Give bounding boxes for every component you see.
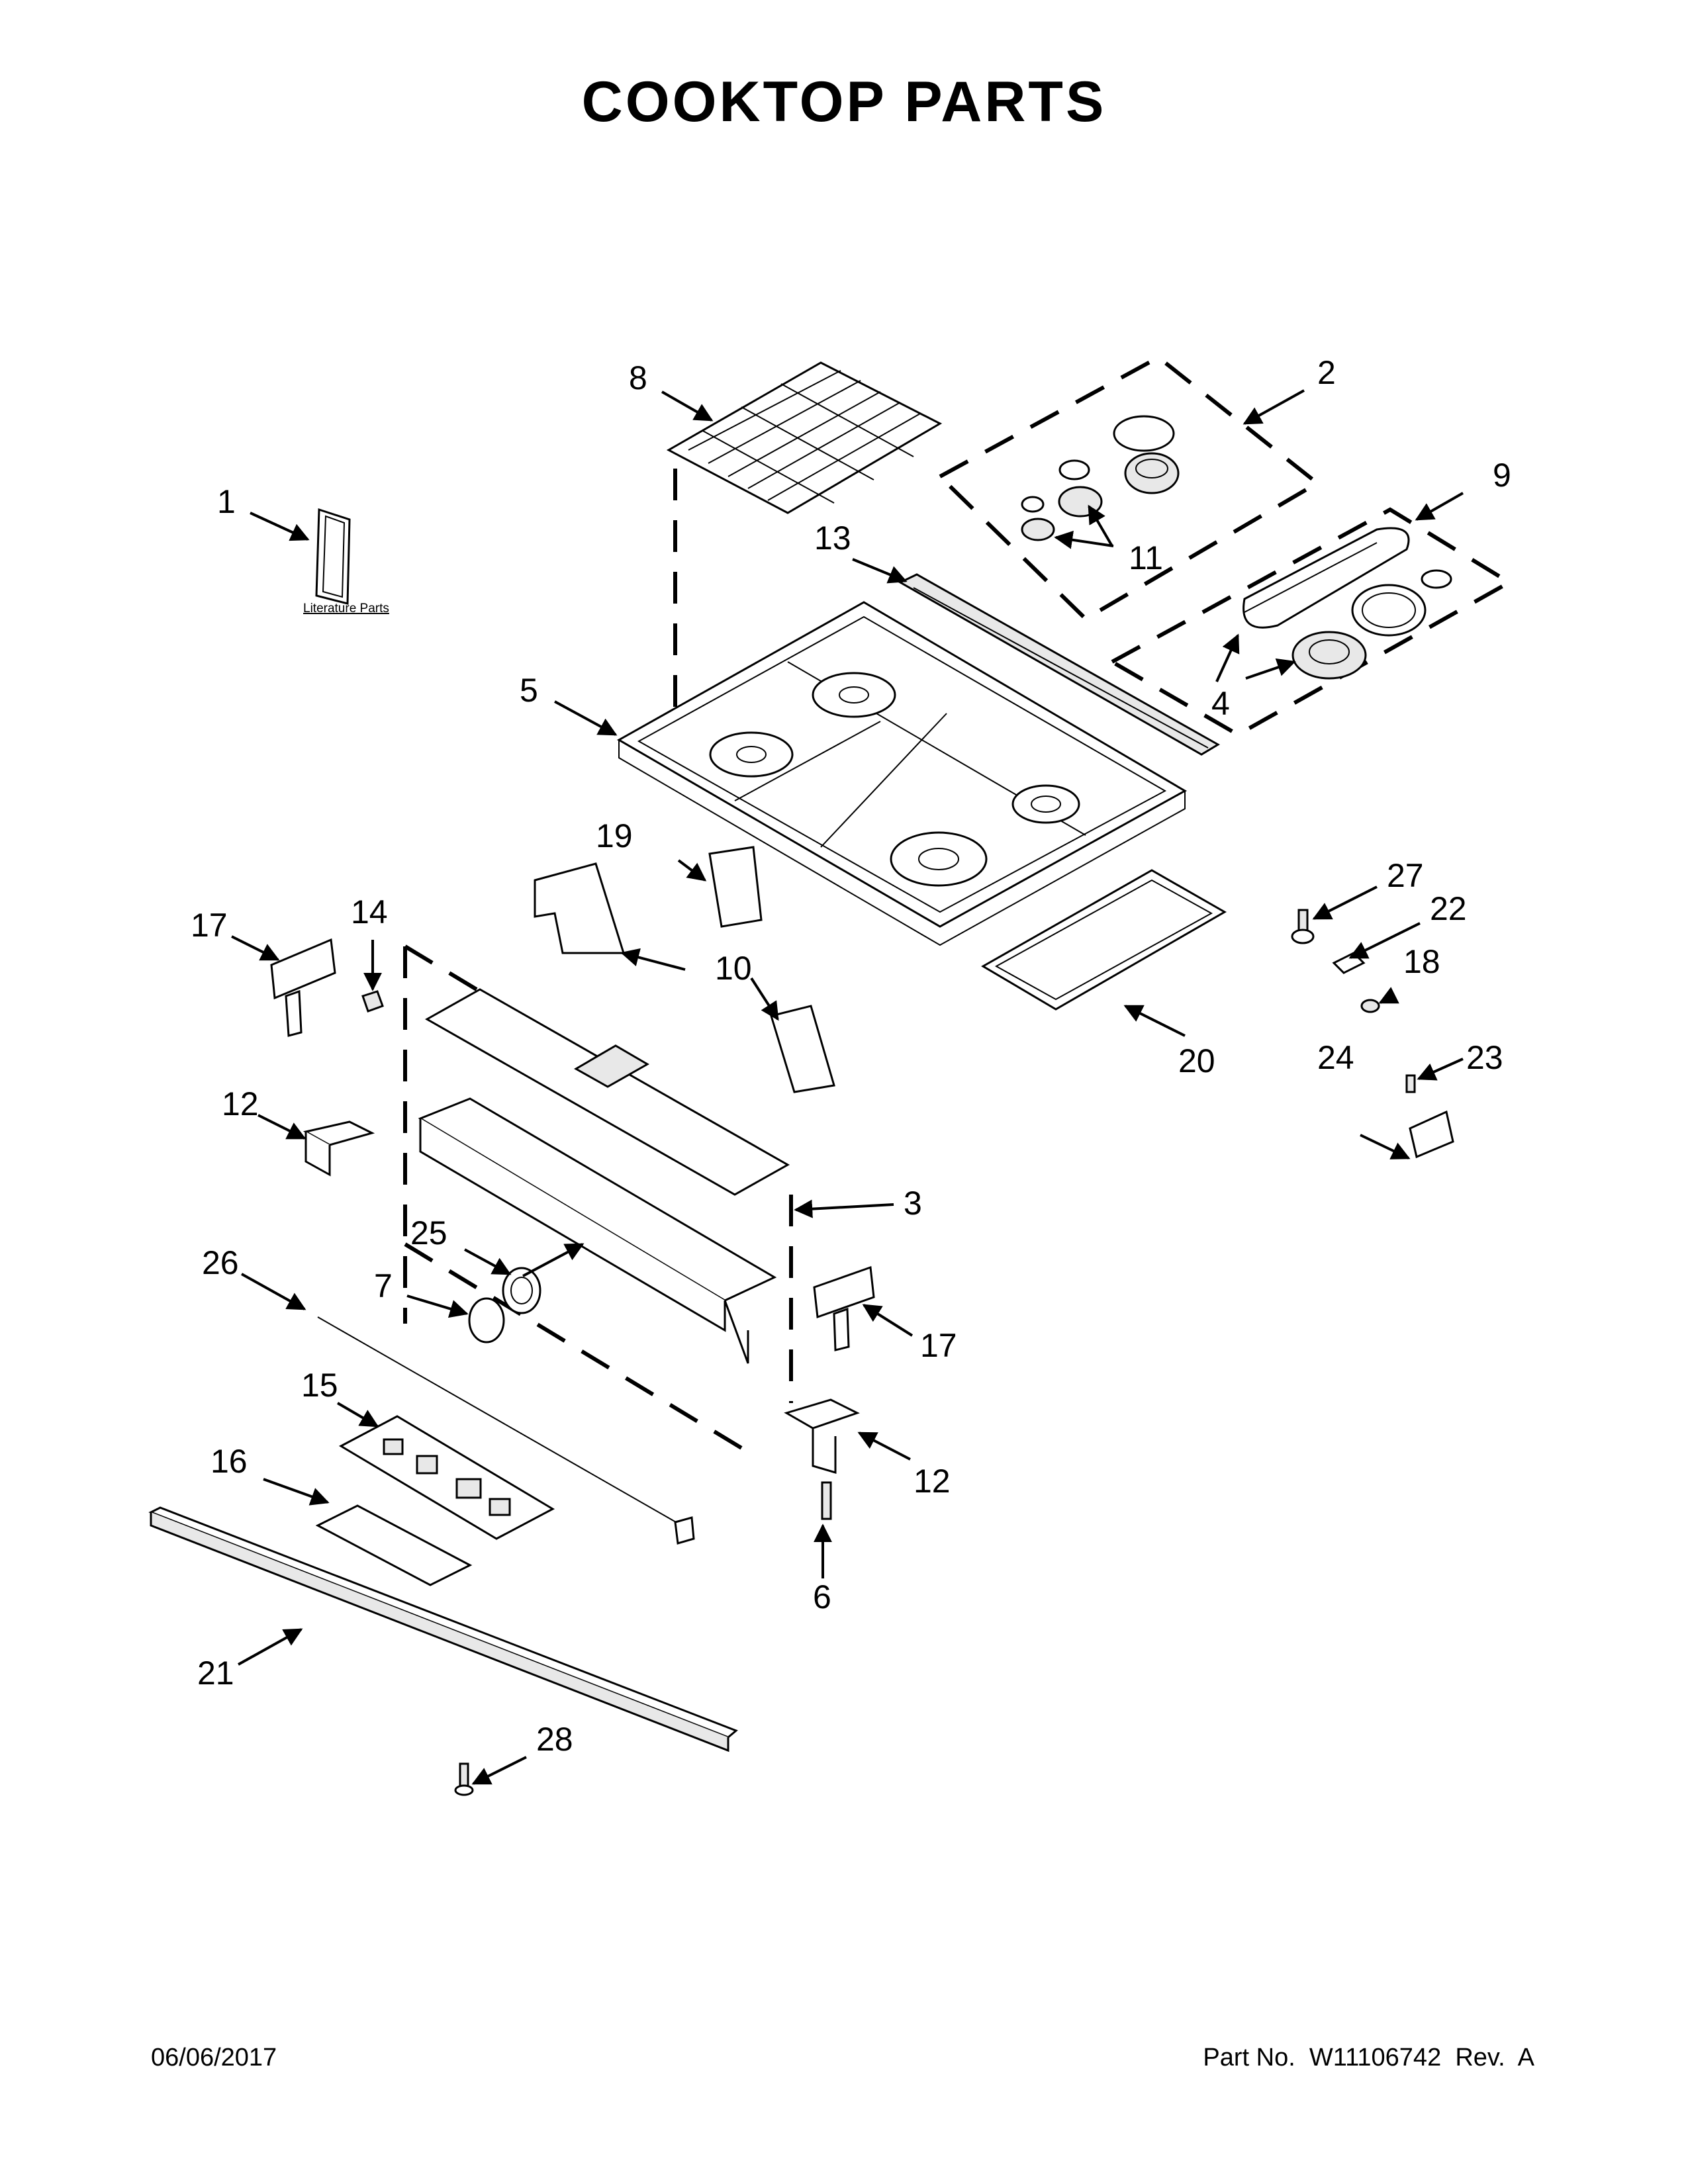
callout-arrows (231, 389, 1464, 1785)
callout-12-left: 12 (222, 1085, 259, 1122)
callout-24: 24 (1317, 1039, 1354, 1076)
callout-7: 7 (374, 1267, 393, 1304)
part-mounting-bracket-right (784, 1398, 860, 1520)
callout-19: 19 (596, 817, 633, 854)
part-wire-harness (317, 1316, 695, 1545)
callout-28: 28 (536, 1721, 573, 1758)
callout-16: 16 (211, 1443, 248, 1480)
callout-2: 2 (1317, 354, 1336, 391)
part-griddle-plate (981, 869, 1227, 1011)
callout-9: 9 (1493, 457, 1511, 494)
literature-parts-label: Literature Parts (303, 602, 389, 615)
callout-21: 21 (197, 1655, 234, 1692)
callout-3: 3 (904, 1185, 922, 1222)
part-trim-rail (148, 1506, 738, 1752)
callout-6: 6 (813, 1578, 831, 1615)
part-grate (666, 361, 943, 514)
callout-10: 10 (715, 950, 752, 987)
callout-15: 15 (301, 1367, 338, 1404)
callout-26: 26 (202, 1244, 239, 1281)
callout-5: 5 (520, 672, 538, 709)
callout-20: 20 (1178, 1042, 1215, 1079)
part-cooktop-main-top (616, 601, 1188, 946)
part-screw-28 (454, 1762, 474, 1796)
part-literature: Literature Parts (303, 508, 389, 615)
callout-25: 25 (410, 1214, 447, 1251)
callout-13: 13 (814, 520, 851, 557)
callout-8: 8 (629, 359, 647, 396)
part-small-hardware (1291, 909, 1454, 1159)
part-brackets (534, 846, 835, 1093)
callout-12-right: 12 (914, 1463, 951, 1500)
callout-labels: 1 2 3 4 5 6 7 8 9 10 11 12 12 13 14 15 1… (191, 354, 1511, 1758)
callout-22: 22 (1430, 890, 1467, 927)
callout-14: 14 (351, 893, 388, 931)
page-title: COOKTOP PARTS (581, 70, 1107, 134)
part-switch-cover-right (813, 1265, 875, 1351)
callout-17-left: 17 (191, 907, 228, 944)
callout-1: 1 (217, 483, 236, 520)
callout-18: 18 (1403, 943, 1440, 980)
part-switch-bracket-left (270, 938, 384, 1037)
part-oval-burner (1243, 527, 1452, 680)
callout-17-right: 17 (920, 1327, 957, 1364)
part-vent-trim (898, 573, 1220, 756)
footer-part-number: Part No. W11106742 Rev. A (1203, 2044, 1534, 2071)
footer-date: 06/06/2017 (151, 2044, 277, 2071)
part-mounting-bracket-left (303, 1120, 375, 1177)
callout-11: 11 (1129, 539, 1163, 576)
part-knob-and-bezel (468, 1267, 541, 1343)
part-burner-caps (1021, 415, 1180, 541)
callout-27: 27 (1387, 857, 1424, 894)
callout-4: 4 (1211, 685, 1230, 722)
part-board-bracket (315, 1504, 473, 1586)
part-control-panel (418, 988, 790, 1364)
callout-23: 23 (1466, 1039, 1503, 1076)
